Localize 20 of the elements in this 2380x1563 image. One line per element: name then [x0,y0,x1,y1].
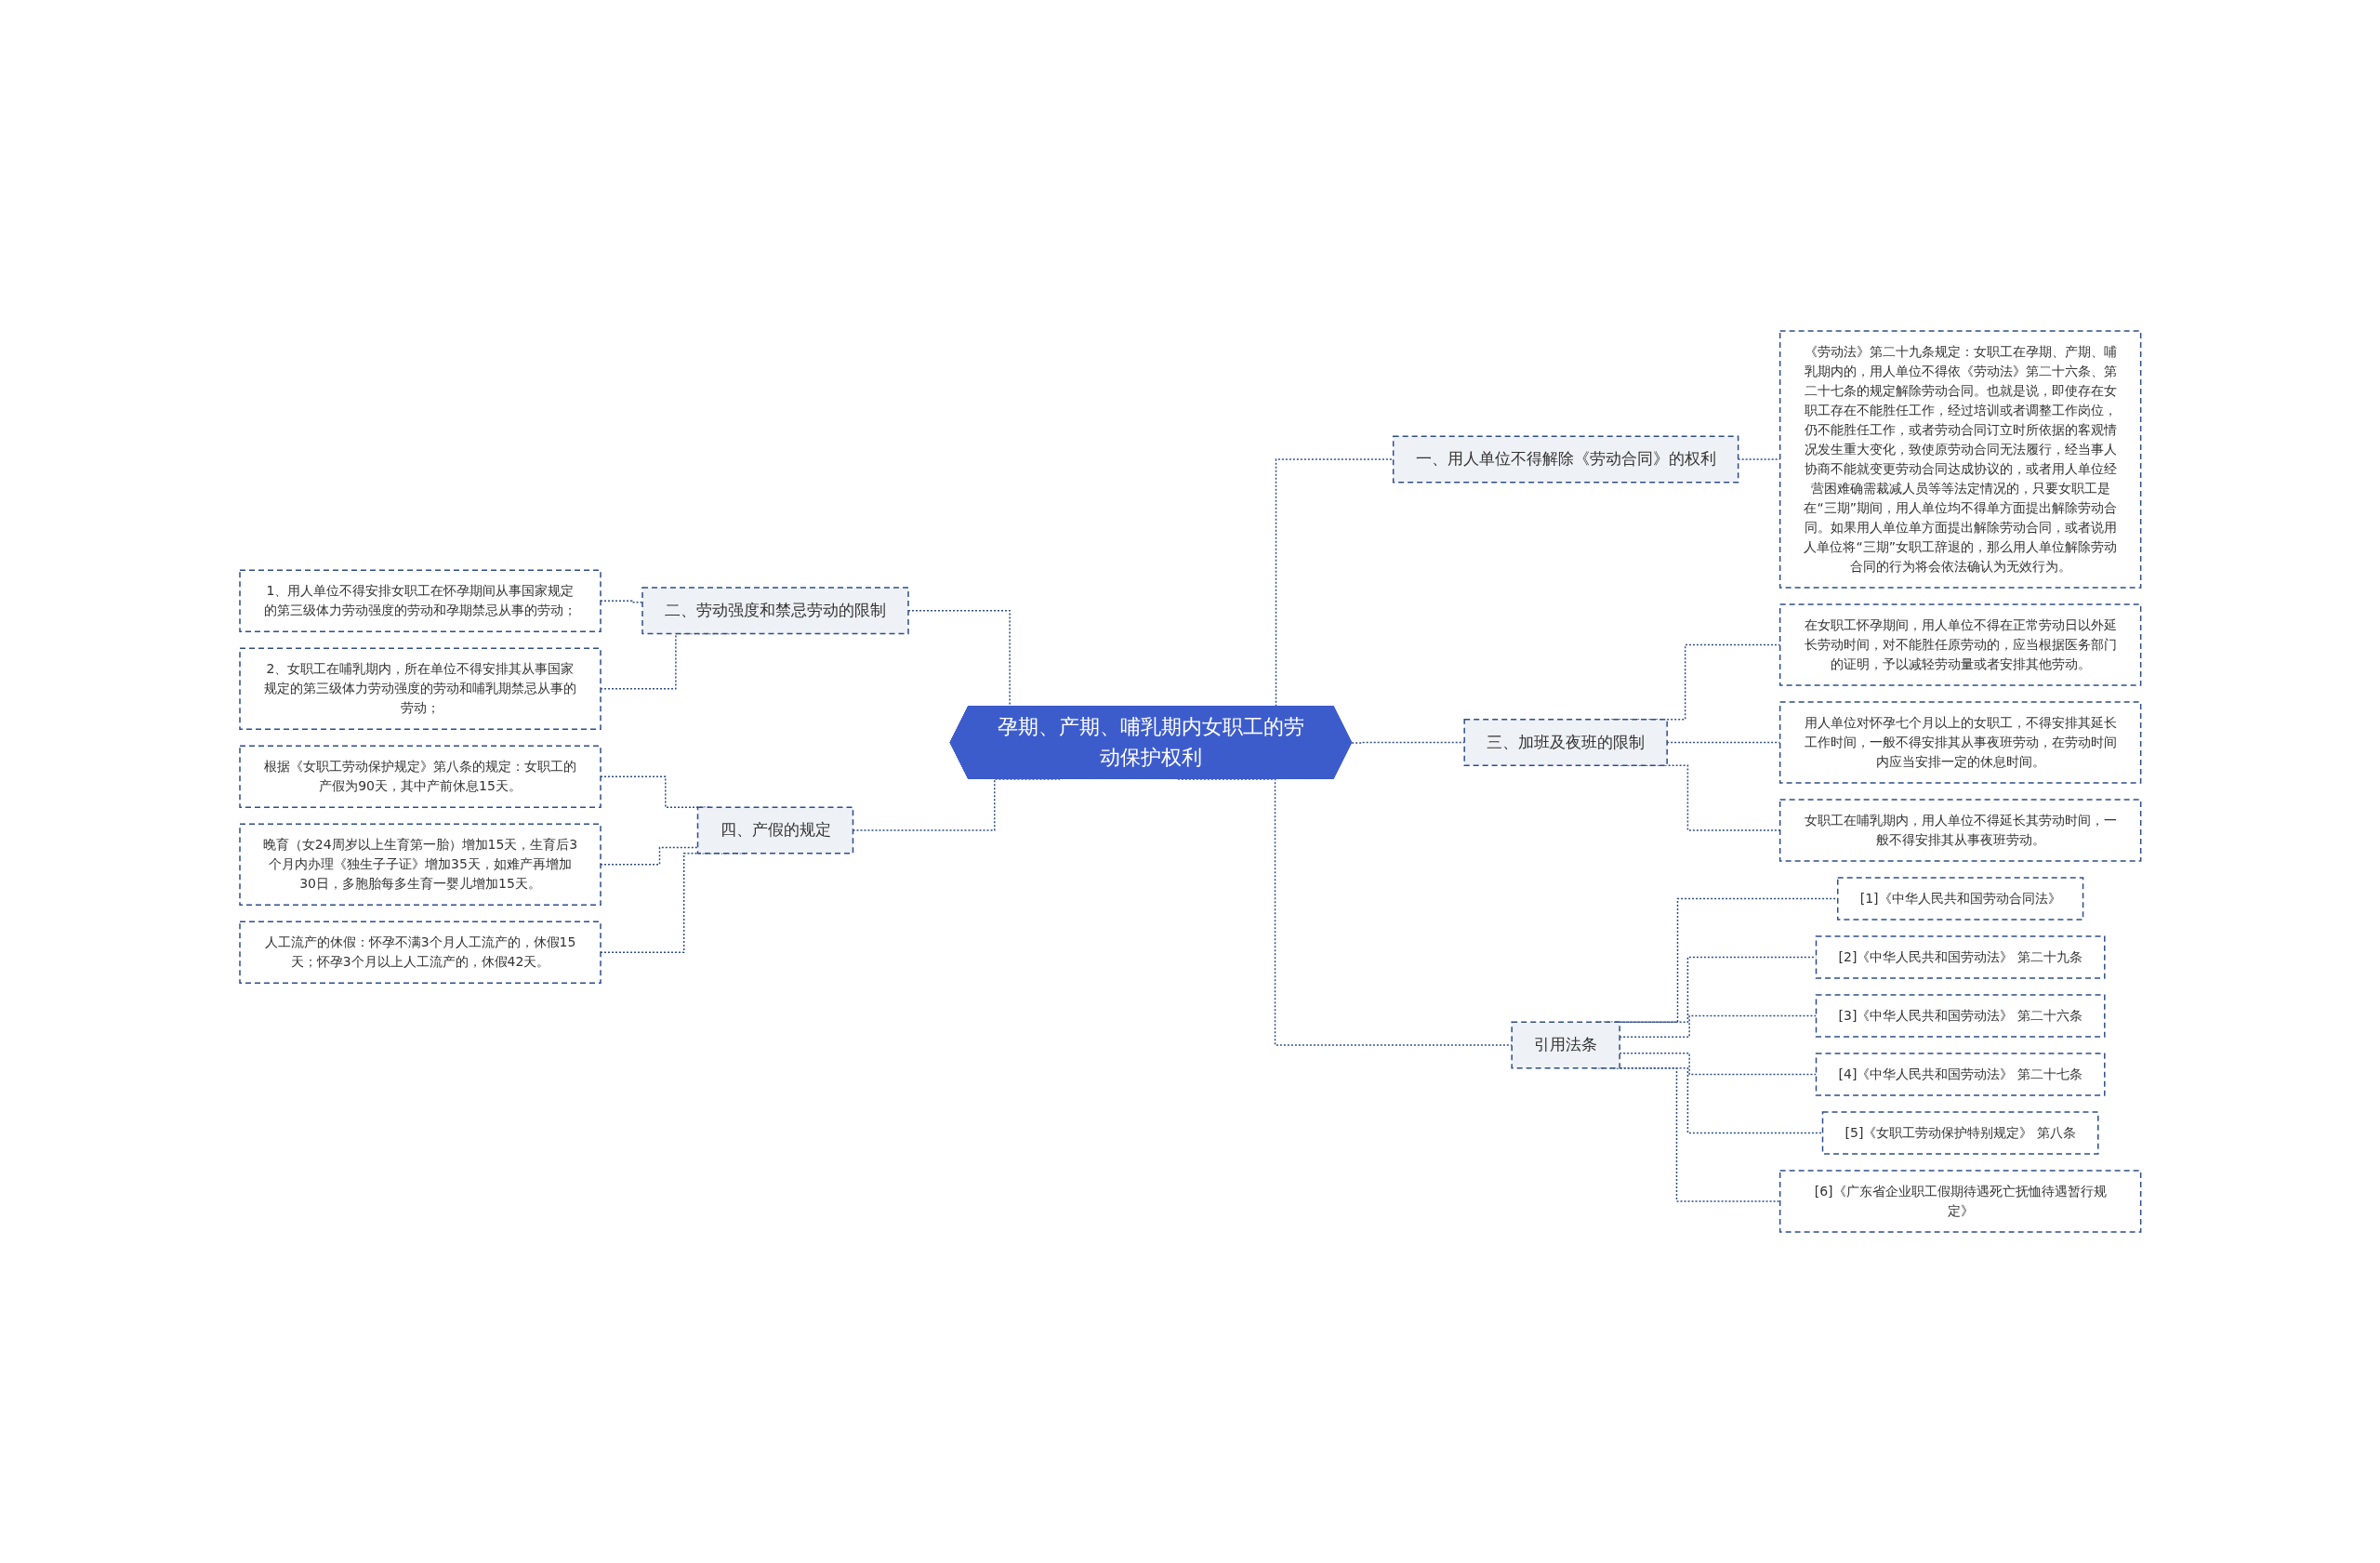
node-box: [6]《广东省企业职工假期待遇死亡抚恤待遇暂行规定》 [1778,1170,2142,1233]
node-box: 人工流产的休假：怀孕不满3个月人工流产的，休假15天；怀孕3个月以上人工流产的，休假42天。 [238,921,602,984]
node-box: 用人单位对怀孕七个月以上的女职工，不得安排其延长工作时间，一般不得安排其从事夜班劳动，在劳动时间内应当安排一定的休息时间。 [1778,701,2142,784]
node-box: 三、加班及夜班的限制 [1463,719,1668,766]
node-box: 在女职工怀孕期间，用人单位不得在正常劳动日以外延长劳动时间，对不能胜任原劳动的，应当根据医务部门的证明，予以减轻劳动量或者安排其他劳动。 [1778,603,2142,686]
node-box: [5]《女职工劳动保护特别规定》 第八条 [1821,1111,2099,1155]
node-box: 女职工在哺乳期内，用人单位不得延长其劳动时间，一般不得安排其从事夜班劳动。 [1778,799,2142,862]
node-box: [1]《中华人民共和国劳动合同法》 [1836,877,2083,921]
node-box: 2、女职工在哺乳期内，所在单位不得安排其从事国家规定的第三级体力劳动强度的劳动和哺乳期禁忌从事的劳动； [238,647,602,730]
node-box: 一、用人单位不得解除《劳动合同》的权利 [1392,435,1739,483]
node-box: [3]《中华人民共和国劳动法》 第二十六条 [1815,994,2106,1038]
node-box: [4]《中华人民共和国劳动法》 第二十七条 [1815,1053,2106,1096]
node-box: 二、劳动强度和禁忌劳动的限制 [641,587,909,635]
node-box: 晚育（女24周岁以上生育第一胎）增加15天，生育后3个月内办理《独生子子证》增加35天，如难产再增加30日，多胞胎每多生育一婴儿增加15天。 [238,823,602,906]
node-box: [2]《中华人民共和国劳动法》 第二十九条 [1815,935,2106,979]
node-box: 引用法条 [1511,1021,1620,1069]
node-box: 四、产假的规定 [696,806,853,854]
node-box: 1、用人单位不得安排女职工在怀孕期间从事国家规定的第三级体力劳动强度的劳动和孕期禁忌从事的劳动； [238,569,602,632]
node-box: 《劳动法》第二十九条规定：女职工在孕期、产期、哺乳期内的，用人单位不得依《劳动法》第二十六条、第二十七条的规定解除劳动合同。也就是说，即使存在女职工存在不能胜任工作，经过培训或者调整工作岗位，仍不能胜任工作，或者劳动合同订立时所依据的客观情况发生重大变化，致使原劳动合同无法履行，经当事人协商不能就变更劳动合同达成协议的，或者用人单位经营困难确需裁减人员等等法定情况的，只要女职工是在“三期”期间，用人单位均不得单方面提出解除劳动合同。如果用人单位单方面提出解除劳动合同，或者说用人单位将“三期”女职工辞退的，那么用人单位解除劳动合同的行为将会依法确认为无效行为。 [1778,330,2142,589]
node-box: 根据《女职工劳动保护规定》第八条的规定：女职工的产假为90天，其中产前休息15天。 [238,745,602,808]
